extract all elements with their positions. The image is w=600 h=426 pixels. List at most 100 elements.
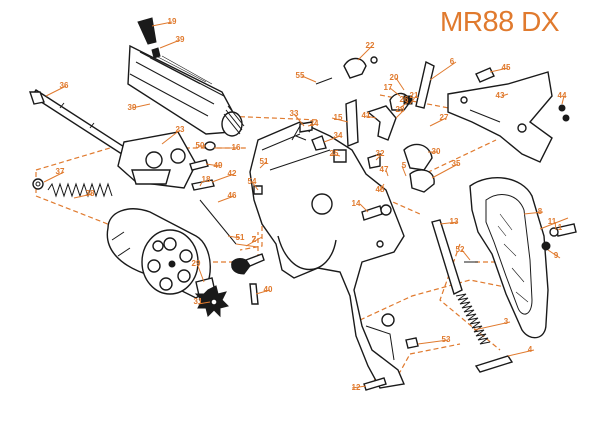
- callout-22: 22: [357, 41, 375, 61]
- callout-33: 33: [290, 109, 305, 127]
- leader-line: [251, 181, 259, 191]
- callout-51: 51: [259, 157, 269, 169]
- callout-24: 24: [307, 119, 319, 128]
- callout-number: 51: [260, 157, 269, 166]
- callout-28: 28: [395, 105, 405, 119]
- barrel-shroud-part: [127, 44, 245, 137]
- leader-line: [554, 221, 557, 231]
- callout-number: 8: [538, 207, 543, 216]
- leader-line: [307, 123, 317, 127]
- callout-17: 17: [384, 83, 401, 97]
- leader-line: [161, 129, 181, 145]
- callout-number: 43: [496, 91, 505, 100]
- callout-3: 3: [473, 317, 511, 331]
- callout-number: 41: [362, 111, 371, 120]
- callout-number: 20: [390, 73, 399, 82]
- callout-number: 31: [194, 297, 203, 306]
- screw-part: [475, 67, 495, 83]
- callout-37: 37: [43, 167, 65, 183]
- callout-number: 39: [176, 35, 185, 44]
- leader-line: [365, 115, 377, 119]
- callout-number: 24: [310, 119, 319, 128]
- callout-number: 16: [232, 143, 241, 152]
- callout-number: 11: [548, 217, 557, 226]
- leader-line: [227, 235, 241, 239]
- callout-number: 44: [558, 91, 567, 100]
- callout-55: 55: [296, 71, 317, 83]
- callout-number: 14: [352, 199, 361, 208]
- leader-line: [359, 203, 369, 213]
- front-sight-part: [137, 17, 157, 45]
- leader-line: [539, 217, 569, 230]
- callout-50: 50: [196, 141, 206, 150]
- pin-part: [191, 179, 215, 191]
- callout-number: 50: [196, 141, 205, 150]
- guide-line: [419, 139, 497, 177]
- leader-line: [561, 95, 565, 105]
- title-number: 88: [482, 6, 515, 38]
- callout-number: 34: [334, 131, 343, 140]
- callout-40: 40: [255, 285, 273, 295]
- leader-line: [375, 153, 383, 161]
- callout-13: 13: [439, 217, 459, 226]
- title-prefix: MR: [440, 6, 483, 37]
- callout-4: 4: [507, 345, 535, 357]
- leader-line: [547, 249, 561, 259]
- callout-42: 42: [211, 169, 237, 183]
- callout-26: 26: [400, 95, 409, 109]
- leader-line: [385, 169, 389, 177]
- leader-line: [395, 77, 405, 91]
- guide-line: [359, 279, 521, 321]
- callout-7: 7: [245, 235, 263, 247]
- callout-number: 19: [168, 17, 177, 26]
- pin-part: [315, 77, 333, 85]
- callout-31: 31: [194, 297, 211, 306]
- leader-line: [401, 165, 407, 177]
- callout-number: 37: [56, 167, 65, 176]
- callout-18: 18: [199, 175, 211, 187]
- leader-line: [151, 21, 173, 27]
- pin-part: [189, 159, 209, 171]
- callout-53: 53: [417, 335, 451, 345]
- callout-number: 30: [432, 147, 441, 156]
- callout-number: 55: [296, 71, 305, 80]
- leader-line: [351, 385, 367, 389]
- callout-44: 44: [558, 91, 567, 105]
- callout-number: 47: [380, 165, 389, 174]
- leader-line: [197, 265, 205, 283]
- hand-part: [403, 143, 433, 171]
- callout-49: 49: [205, 161, 223, 170]
- leader-line: [409, 95, 417, 105]
- guide-line: [35, 147, 248, 171]
- callout-number: 17: [384, 83, 393, 92]
- callout-number: 26: [400, 95, 409, 104]
- callout-46: 46: [217, 191, 237, 203]
- leader-line: [245, 236, 263, 247]
- callout-25: 25: [330, 149, 341, 158]
- rear-sight-part: [343, 57, 367, 79]
- callout-number: 28: [396, 105, 405, 114]
- mainspring-part: [455, 293, 491, 345]
- callout-54: 54: [248, 177, 259, 191]
- callout-number: 40: [264, 285, 273, 294]
- callout-number: 7: [252, 235, 257, 244]
- leader-line: [259, 161, 267, 169]
- callout-15: 15: [331, 113, 349, 123]
- grip-panel-part: [469, 177, 549, 339]
- leader-line: [205, 163, 221, 167]
- screw-part: [558, 104, 566, 112]
- callout-36: 36: [45, 81, 69, 97]
- leader-line: [197, 301, 211, 305]
- leader-line: [323, 135, 341, 143]
- leader-line: [331, 153, 341, 157]
- leader-line: [429, 61, 457, 81]
- cylinder-latch-part: [231, 258, 251, 275]
- leader-line: [357, 45, 373, 61]
- callout-14: 14: [352, 199, 369, 213]
- leader-line: [395, 109, 405, 119]
- callout-20: 20: [390, 73, 405, 91]
- cylinder-part: [106, 208, 211, 299]
- callout-6: 6: [429, 57, 457, 81]
